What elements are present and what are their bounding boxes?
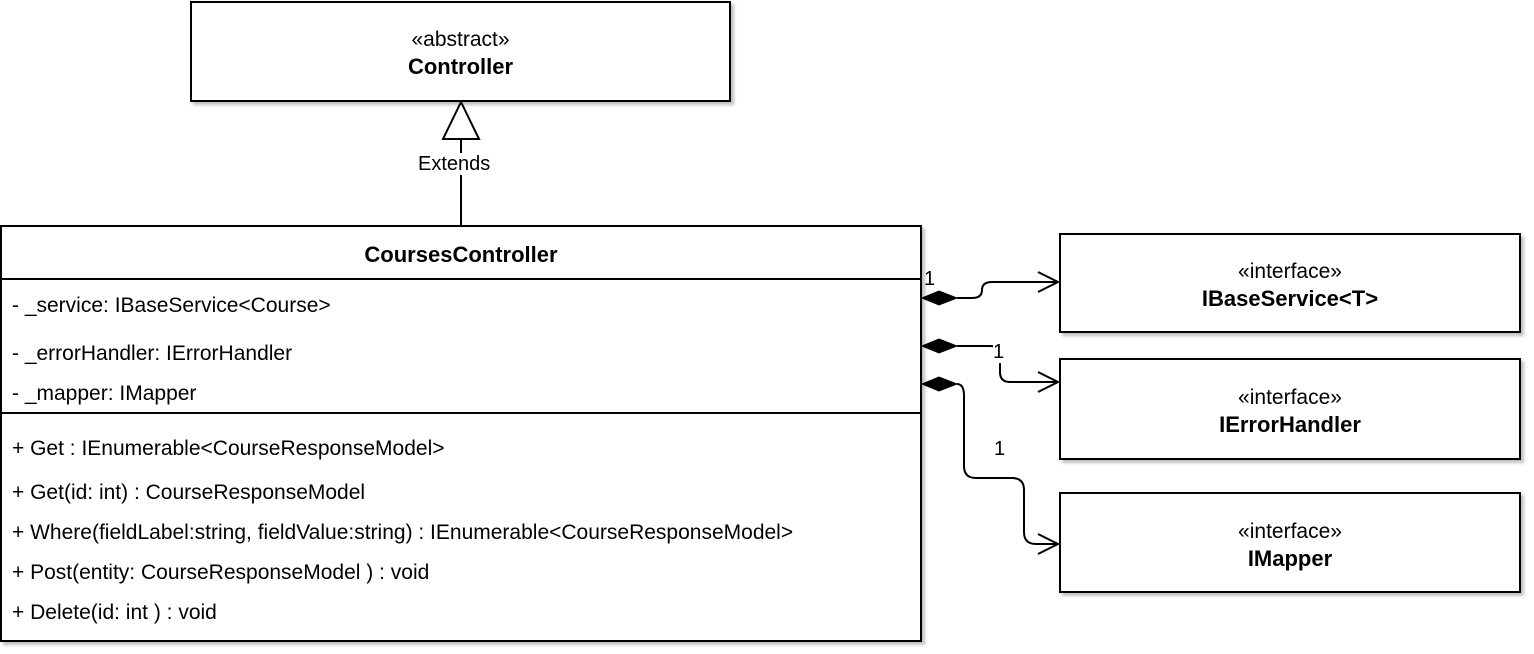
coursescontroller-class-name: CoursesController bbox=[364, 242, 558, 267]
ierrorhandler-stereotype: «interface» bbox=[1238, 386, 1342, 409]
multiplicity-label-ibaseservice: 1 bbox=[924, 268, 936, 290]
attribute-errorhandler: - _errorHandler: IErrorHandler bbox=[12, 342, 293, 365]
ibaseservice-interface-box[interactable]: «interface» IBaseService<T> bbox=[1059, 233, 1521, 333]
controller-class-box[interactable]: «abstract» Controller bbox=[190, 1, 731, 102]
composition-diamond-imapper bbox=[920, 376, 959, 392]
ierrorhandler-interface-box[interactable]: «interface» IErrorHandler bbox=[1059, 358, 1521, 460]
generalization-label: Extends bbox=[418, 153, 491, 175]
operation-delete: + Delete(id: int ) : void bbox=[12, 601, 217, 624]
operation-post: + Post(entity: CourseResponseModel ) : v… bbox=[12, 561, 430, 584]
multiplicity-label-ierrorhandler: 1 bbox=[993, 341, 1005, 363]
attribute-service: - _service: IBaseService<Course> bbox=[12, 294, 331, 317]
imapper-stereotype: «interface» bbox=[1238, 520, 1342, 543]
generalization-arrowhead bbox=[441, 99, 481, 140]
arrowhead-imapper bbox=[1037, 533, 1061, 555]
composition-line-imapper bbox=[956, 383, 1058, 545]
composition-diamond-ibaseservice bbox=[920, 290, 959, 306]
attribute-mapper: - _mapper: IMapper bbox=[12, 382, 197, 405]
ierrorhandler-interface-name: IErrorHandler bbox=[1219, 412, 1361, 437]
composition-diamond-ierrorhandler bbox=[920, 338, 959, 354]
composition-line-ibaseservice bbox=[957, 281, 1058, 299]
operation-where: + Where(fieldLabel:string, fieldValue:st… bbox=[12, 521, 794, 544]
controller-class-name: Controller bbox=[407, 54, 514, 79]
operation-get-all: + Get : IEnumerable<CourseResponseModel> bbox=[12, 437, 445, 460]
imapper-interface-box[interactable]: «interface» IMapper bbox=[1059, 492, 1521, 593]
arrowhead-ibaseservice bbox=[1037, 271, 1061, 293]
arrowhead-ierrorhandler bbox=[1037, 371, 1061, 393]
multiplicity-label-imapper: 1 bbox=[994, 438, 1006, 460]
controller-stereotype: «abstract» bbox=[411, 28, 510, 51]
coursescontroller-class-box[interactable]: CoursesController - _service: IBaseServi… bbox=[0, 225, 922, 642]
ibaseservice-interface-name: IBaseService<T> bbox=[1201, 286, 1379, 311]
name-attributes-divider bbox=[2, 278, 920, 280]
imapper-interface-name: IMapper bbox=[1247, 546, 1333, 571]
composition-line-ierrorhandler bbox=[957, 345, 1058, 383]
attributes-operations-divider bbox=[2, 412, 920, 414]
ibaseservice-stereotype: «interface» bbox=[1238, 260, 1342, 283]
operation-get-by-id: + Get(id: int) : CourseResponseModel bbox=[12, 481, 366, 504]
